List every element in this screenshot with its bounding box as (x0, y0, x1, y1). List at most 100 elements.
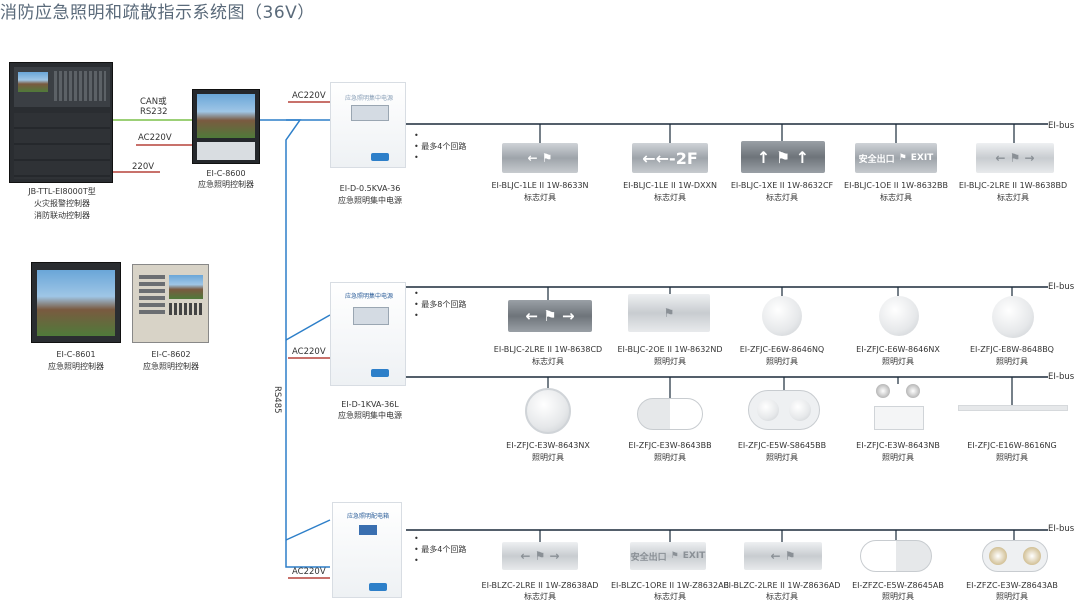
power-unit-2-model: EI-D-1KVA-36L (341, 400, 399, 409)
sign-z8632ab: 安全出口⚑EXIT (630, 542, 706, 570)
lamp-8648bq (992, 296, 1034, 338)
main-panel-line2: 火灾报警控制器 (34, 199, 90, 208)
lamp-8616ng (958, 405, 1068, 411)
r1-4-type: 标志灯具 (997, 193, 1029, 202)
r1-3-model: EI-BLJC-1OE II 1W-8632BB (844, 181, 948, 190)
power-unit-3-panel-text: 应急照明配电箱 (346, 513, 389, 520)
v220-label: 220V (132, 162, 155, 172)
can-label: CAN或 (140, 97, 167, 107)
sign-8632bb: 安全出口⚑EXIT (855, 143, 937, 173)
lamp-s8645bb (748, 390, 820, 430)
r2-1-model: EI-BLJC-2OE II 1W-8632ND (617, 345, 723, 354)
r2-2-model: EI-ZFJC-E6W-8646NQ (739, 345, 825, 354)
main-panel-model: JB-TTL-EI8000T型 (28, 187, 96, 196)
r4-4-model: EI-ZFZC-E3W-Z8643AB (966, 581, 1058, 590)
r1-2-type: 标志灯具 (766, 193, 798, 202)
r1-1-type: 标志灯具 (654, 193, 686, 202)
r4-4-type: 照明灯具 (996, 592, 1028, 601)
sign-z8636ad: ← ⚑ (744, 542, 822, 570)
sign-8638bd: ← ⚑ → (976, 143, 1054, 173)
r1-4-model: EI-BLJC-2LRE II 1W-8638BD (958, 181, 1068, 190)
sign-8638cd: ← ⚑ → (508, 300, 592, 332)
power-unit-2-circuits: •• 最多8个回路• (414, 289, 467, 320)
r1-1-model: EI-BLJC-1LE II 1W-DXXN (623, 181, 717, 190)
controller-8601-name: 应急照明控制器 (48, 362, 104, 371)
r4-0-type: 标志灯具 (524, 592, 556, 601)
r4-0-model: EI-BLZC-2LRE II 1W-Z8638AD (481, 581, 599, 590)
bus-label-4: EI-bus (1048, 524, 1075, 534)
sign-8632cf: ↑ ⚑ ↑ (741, 141, 825, 173)
lamp-8643nx (525, 388, 571, 434)
lamp-8646nq (762, 296, 802, 336)
r4-3-model: EI-ZFZC-E5W-Z8645AB (852, 581, 944, 590)
diagram-title: 消防应急照明和疏散指示系统图（36V） (0, 3, 315, 23)
circuits-label-1: 最多4个回路 (421, 142, 467, 151)
r3-1-model: EI-ZFJC-E3W-8643BB (628, 441, 712, 450)
circuits-label-3: 最多4个回路 (421, 545, 467, 554)
r2-3-type: 照明灯具 (882, 357, 914, 366)
r3-3-model: EI-ZFJC-E3W-8643NB (856, 441, 940, 450)
rs232-label: RS232 (140, 107, 168, 117)
fire-alarm-panel (9, 62, 113, 183)
power-unit-1-name: 应急照明集中电源 (338, 196, 402, 205)
lamp-z8645ab (860, 540, 932, 572)
sign-8632nd: ⚑ (628, 294, 710, 332)
r3-4-model: EI-ZFJC-E16W-8616NG (967, 441, 1057, 450)
power-unit-1-circuits: •• 最多4个回路• (414, 131, 467, 162)
power-unit-2-panel-text: 应急照明集中电源 (344, 293, 393, 300)
r1-2-model: EI-BLJC-1XE II 1W-8632CF (730, 181, 834, 190)
sign-8632bb-cn: 安全出口 (858, 154, 895, 165)
r4-3-type: 照明灯具 (882, 592, 914, 601)
power-unit-3: 应急照明配电箱 (332, 502, 402, 598)
sign-dxxn: ←←-2F (632, 143, 708, 173)
lamp-z8643ab (982, 540, 1048, 572)
rs485-to-p3 (285, 519, 331, 541)
lamp-8643bb (637, 398, 703, 430)
r4-2-model: EI-BLZC-2LRE II 1W-Z8636AD (723, 581, 841, 590)
controller-8602-model: EI-C-8602 (151, 350, 191, 359)
power-unit-1: 应急照明集中电源 (330, 82, 406, 168)
power-unit-1-panel-text: 应急照明集中电源 (344, 95, 393, 102)
r1-0-model: EI-BLJC-1LE II 1W-8633N (491, 181, 589, 190)
controller-8602 (132, 264, 209, 343)
sign-z8632ab-en: EXIT (682, 551, 706, 561)
controller-8600-name: 应急照明控制器 (198, 180, 254, 189)
r2-0-type: 标志灯具 (532, 357, 564, 366)
bus-label-2: EI-bus (1048, 282, 1075, 292)
r3-4-type: 照明灯具 (996, 453, 1028, 462)
controller-8600 (192, 89, 260, 164)
r2-4-type: 照明灯具 (996, 357, 1028, 366)
ac220-label-bot: AC220V (292, 567, 326, 577)
rs485-to-p2 (285, 314, 331, 341)
r3-0-type: 照明灯具 (532, 453, 564, 462)
r1-3-type: 标志灯具 (880, 193, 912, 202)
r2-0-model: EI-BLJC-2LRE II 1W-8638CD (493, 345, 603, 354)
r3-3-type: 照明灯具 (882, 453, 914, 462)
r4-1-type: 标志灯具 (654, 592, 686, 601)
bus-label-3: EI-bus (1048, 372, 1075, 382)
r3-2-model: EI-ZFJC-E5W-S8645BB (737, 441, 827, 450)
controller-8602-name: 应急照明控制器 (143, 362, 199, 371)
r3-0-model: EI-ZFJC-E3W-8643NX (506, 441, 590, 450)
r4-2-type: 标志灯具 (766, 592, 798, 601)
ac220-label-a: AC220V (138, 133, 172, 143)
controller-8601-model: EI-C-8601 (56, 350, 96, 359)
power-unit-2-name: 应急照明集中电源 (338, 411, 402, 420)
r4-1-model: EI-BLZC-1ORE II 1W-Z8632AB (610, 581, 730, 590)
ac220-label-mid: AC220V (292, 347, 326, 357)
r2-3-model: EI-ZFJC-E6W-8646NX (856, 345, 940, 354)
sign-z8638ad: ← ⚑ → (502, 542, 578, 570)
sign-8632bb-en: EXIT (910, 153, 934, 163)
rs485-label: RS485 (272, 386, 282, 414)
lamp-8643nb (872, 384, 924, 434)
ac220-label-top: AC220V (292, 91, 326, 101)
controller-8600-model: EI-C-8600 (206, 169, 246, 178)
power-unit-2: 应急照明集中电源 (330, 282, 406, 386)
r2-4-model: EI-ZFJC-E8W-8648BQ (970, 345, 1054, 354)
controller-8601 (31, 262, 121, 343)
bus-label-1: EI-bus (1048, 121, 1075, 131)
power-unit-3-circuits: •• 最多4个回路• (414, 534, 467, 565)
circuits-label-2: 最多8个回路 (421, 300, 467, 309)
main-panel-line3: 消防联动控制器 (34, 211, 90, 220)
